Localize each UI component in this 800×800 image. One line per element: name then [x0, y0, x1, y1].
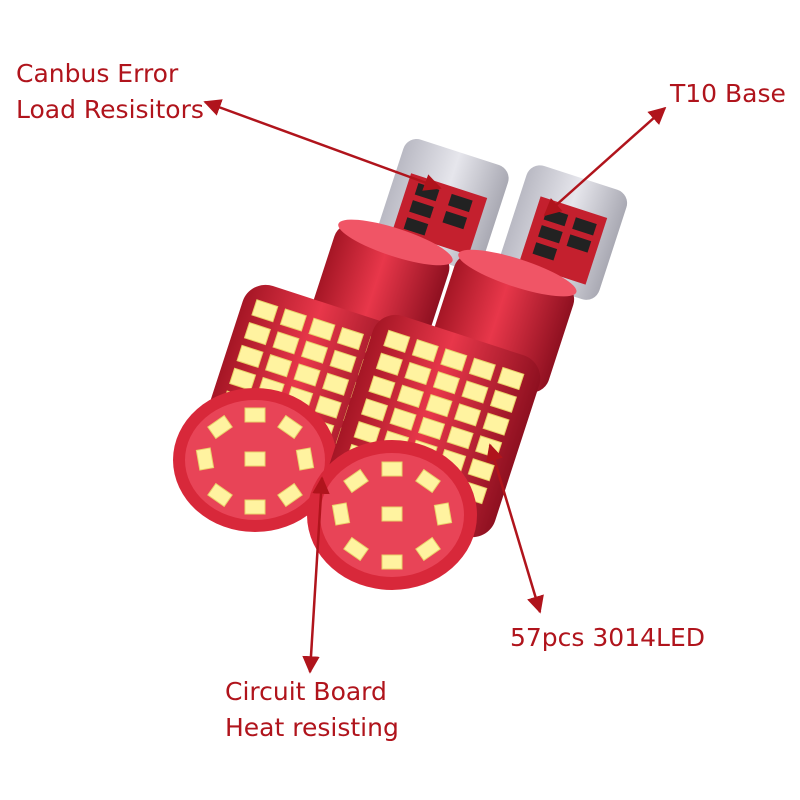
label-57pcs-3014led: 57pcs 3014LED [510, 620, 705, 656]
label-circuit-board-heat-resisting: Circuit Board Heat resisting [225, 674, 399, 746]
label-canbus-line1: Canbus Error [16, 59, 179, 88]
arrow-circuit-board [302, 476, 330, 674]
label-circuit-line2: Heat resisting [225, 713, 399, 742]
left-bulb-end-cap [173, 388, 337, 532]
label-leds-line1: 57pcs 3014LED [510, 623, 705, 652]
arrow-t10-base [543, 106, 667, 217]
annotation-arrows [203, 99, 667, 674]
label-circuit-line1: Circuit Board [225, 677, 387, 706]
label-canbus-line2: Load Resisitors [16, 95, 204, 124]
arrow-57pcs-led [486, 443, 544, 614]
label-t10-line1: T10 Base [670, 79, 786, 108]
arrow-canbus-resistors [203, 99, 442, 191]
label-canbus-error-load-resistors: Canbus Error Load Resisitors [16, 56, 204, 128]
label-t10-base: T10 Base [670, 76, 786, 112]
right-bulb-end-cap [307, 440, 477, 590]
